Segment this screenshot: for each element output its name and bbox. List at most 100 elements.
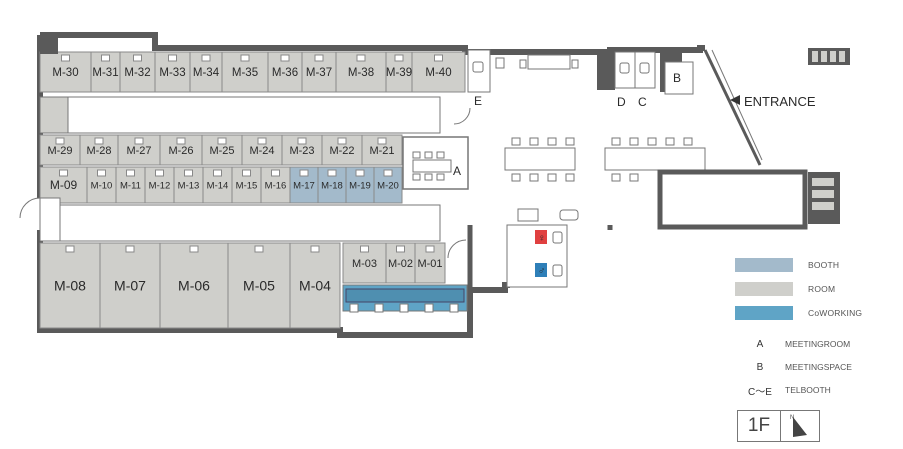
room-label: M-22 (329, 145, 354, 157)
room-label: M-01 (417, 258, 442, 270)
room-label: M-24 (249, 145, 274, 157)
room-label: M-35 (232, 67, 258, 79)
room-label: M-11 (120, 180, 141, 191)
left-side-room (39, 96, 69, 134)
key-label-meetingroom: MEETINGROOM (785, 339, 851, 349)
room-label: M-39 (386, 67, 412, 79)
key-meetingroom: A MEETINGROOM (735, 337, 851, 351)
coworking-swatch (735, 306, 793, 320)
north-arrow-icon: N (790, 415, 807, 437)
svg-text:♀: ♀ (538, 233, 546, 244)
desk (310, 245, 320, 253)
floor-number: 1F (737, 410, 781, 442)
room-label: M-06 (178, 277, 210, 293)
room-label: M-08 (54, 277, 86, 293)
room-label: M-05 (243, 277, 275, 293)
desk (280, 54, 290, 62)
desk (126, 169, 135, 177)
key-label-telbooth: TELBOOTH (785, 385, 831, 395)
corridor-upper (67, 96, 441, 134)
legend-room: ROOM (735, 282, 835, 296)
desk (155, 169, 164, 177)
room-label: M-36 (272, 67, 298, 79)
room-label: M-33 (159, 67, 185, 79)
desk (59, 169, 68, 177)
desk (377, 137, 387, 145)
room-m-07 (99, 242, 161, 329)
desk (125, 245, 135, 253)
right-block (657, 169, 808, 230)
key-meetingspace: B MEETINGSPACE (735, 360, 852, 374)
room-label: M-26 (168, 145, 193, 157)
room-label: M-23 (289, 145, 314, 157)
room-m-04 (289, 242, 341, 329)
column (40, 38, 58, 54)
meeting-room-a: A (402, 136, 469, 190)
desk (297, 137, 307, 145)
desk (434, 54, 443, 62)
room-label: M-18 (321, 180, 343, 191)
room-label: M-07 (114, 277, 146, 293)
north-label: N (790, 415, 794, 421)
room-m-28 (79, 134, 119, 166)
desk (396, 245, 405, 253)
room-label: M-40 (425, 67, 451, 79)
desk (337, 137, 347, 145)
desk (327, 169, 337, 177)
room-label: M-02 (388, 258, 413, 270)
telbooth-c-label: C (638, 95, 647, 109)
room-label: M-29 (47, 145, 72, 157)
outer-wall-right (467, 225, 613, 290)
desk (201, 54, 211, 62)
lounge-furniture (495, 54, 706, 182)
room-m-08 (39, 242, 101, 329)
room-label: M-34 (193, 67, 220, 79)
room-label: M-37 (306, 67, 332, 79)
desk (55, 137, 65, 145)
corridor-lower (59, 204, 441, 242)
desk (176, 137, 186, 145)
room-label: M-27 (126, 145, 151, 157)
desk (189, 245, 199, 253)
legend-coworking: CoWORKING (735, 306, 862, 320)
desk (134, 137, 144, 145)
desk (213, 169, 222, 177)
doors (19, 107, 471, 259)
room-label: M-14 (207, 180, 229, 191)
desk (314, 54, 324, 62)
desk (356, 54, 366, 62)
desk (254, 245, 264, 253)
key-letter-ce: C～E (748, 386, 772, 398)
key-label-meetingspace: MEETINGSPACE (785, 362, 852, 372)
room-m-05 (227, 242, 291, 329)
desk (425, 245, 435, 253)
desk (94, 137, 104, 145)
room-label: M-25 (209, 145, 234, 157)
telbooth-e-label: E (474, 94, 482, 108)
north-arrow: N (781, 410, 820, 442)
room-m-38 (335, 51, 387, 93)
entrance: ENTRANCE (703, 48, 850, 224)
coworking-area (342, 284, 468, 313)
room-label: M-03 (352, 258, 377, 270)
booth-swatch (735, 258, 793, 272)
meeting-space-b-label: B (673, 71, 681, 85)
floor-badge: 1F N (737, 410, 820, 442)
desk (383, 169, 393, 177)
bottom-small-rooms: M-03 M-02 M-01 (342, 242, 446, 284)
desk (240, 54, 250, 62)
desk (217, 137, 227, 145)
telbooths: D C B E (467, 49, 694, 109)
desk (61, 54, 70, 62)
desk (65, 245, 75, 253)
desk (242, 169, 251, 177)
room-label: M-19 (349, 180, 371, 191)
desk (299, 169, 309, 177)
room-label: M-21 (369, 145, 394, 157)
room-label: M-13 (178, 180, 200, 191)
room-label: M-16 (265, 180, 287, 191)
legend-booth: BOOTH (735, 258, 839, 272)
